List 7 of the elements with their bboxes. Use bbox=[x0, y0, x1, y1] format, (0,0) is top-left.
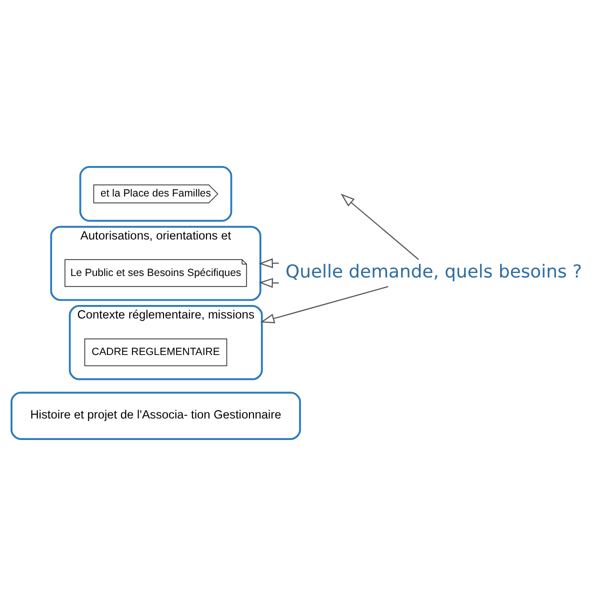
node-box: Histoire et projet de l'Associa- tion Gestionnaire bbox=[10, 392, 301, 440]
cluster bbox=[79, 166, 232, 222]
arrow bbox=[260, 286, 388, 324]
arrow bbox=[340, 194, 419, 260]
node-box: CADRE REGLEMENTAIRE bbox=[84, 338, 228, 366]
arrow bbox=[258, 258, 279, 268]
node-text: Quelle demande, quels besoins ? bbox=[286, 262, 582, 283]
